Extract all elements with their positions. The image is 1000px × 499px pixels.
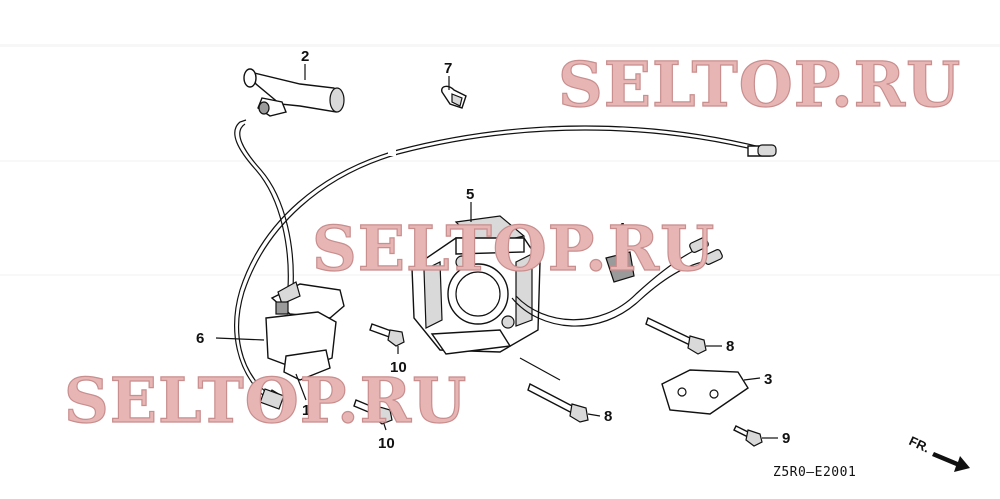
watermark-bottom: SELTOP.RU bbox=[64, 364, 467, 437]
part-3-bracket bbox=[661, 369, 749, 415]
part-8-bolt-upper bbox=[645, 317, 707, 355]
part-8-bolt-lower bbox=[527, 382, 589, 423]
callout-5: 5 bbox=[466, 186, 474, 203]
stator-wires bbox=[511, 237, 723, 327]
watermarks: SELTOP.RU SELTOP.RU SELTOP.RU bbox=[63, 47, 961, 437]
leader-lines bbox=[215, 64, 778, 439]
callout-1: 1 bbox=[302, 402, 310, 419]
part-7-clip bbox=[441, 85, 467, 109]
part-9-bolt bbox=[733, 425, 763, 447]
callout-7: 7 bbox=[444, 60, 452, 77]
part-2-plug-cap bbox=[243, 68, 345, 117]
long-wire bbox=[234, 125, 777, 399]
callout-2: 2 bbox=[301, 48, 309, 65]
diagram-code: Z5R0—E2001 bbox=[773, 465, 856, 480]
front-label: FR. bbox=[907, 433, 932, 455]
callout-4: 4 bbox=[617, 220, 626, 237]
watermark-middle: SELTOP.RU bbox=[312, 212, 715, 285]
callout-3: 3 bbox=[764, 371, 772, 388]
callout-9: 9 bbox=[782, 430, 790, 447]
part-4-block bbox=[605, 251, 635, 283]
callout-8-upper: 8 bbox=[726, 338, 734, 355]
part-6-wire bbox=[234, 119, 294, 410]
watermark-top: SELTOP.RU bbox=[558, 48, 961, 121]
callout-10-upper: 10 bbox=[390, 359, 407, 376]
callout-10-lower: 10 bbox=[378, 435, 395, 452]
front-arrow-icon bbox=[932, 452, 970, 472]
part-10-bolt-lower bbox=[353, 399, 393, 425]
part-1-ignition-coil bbox=[265, 281, 345, 381]
part-10-bolt-upper bbox=[369, 323, 405, 347]
callout-8-lower: 8 bbox=[604, 408, 612, 425]
callout-6: 6 bbox=[196, 330, 204, 347]
front-direction-indicator: FR. bbox=[907, 433, 970, 472]
part-5-stator bbox=[411, 215, 541, 355]
